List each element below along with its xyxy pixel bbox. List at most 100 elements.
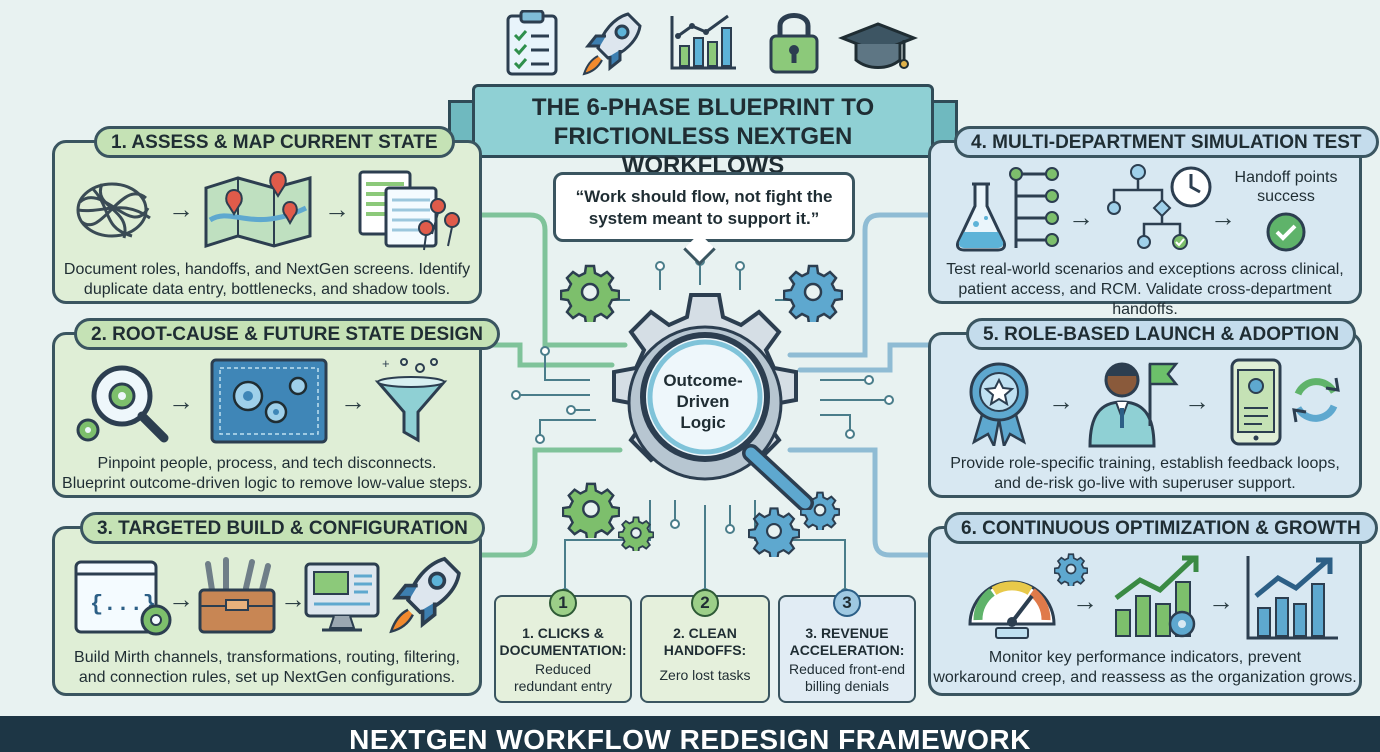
monitor-icon [304,562,380,632]
outcome-3-title-line-2: ACCELERATION: [789,642,905,658]
toolbox-icon [198,557,276,634]
outcome-1-desc-line-1: Reduced [534,661,592,677]
center-line-1: Outcome- [663,371,743,390]
phase-4-desc-line-1: Test real-world scenarios and exceptions… [946,261,1344,278]
flowchart-icon [1107,164,1188,250]
arrow-icon: → [1208,586,1234,616]
phase-4-title: 4. MULTI-DEPARTMENT SIMULATION TEST [954,126,1379,158]
arrow-icon: → [1048,386,1074,416]
outcome-2-title: 2. CLEAN HANDOFFS: [642,625,768,659]
gear-icon [748,507,800,557]
bar-chart-icon [670,14,736,70]
arrow-icon: → [340,386,366,416]
graduation-cap-icon [838,22,918,69]
arrow-icon: → [1210,202,1236,232]
svg-text:+: + [382,356,390,371]
map-pin-icon [204,170,312,248]
outcome-2-number: 2 [691,589,719,617]
main-title-banner: THE 6-PHASE BLUEPRINT TO FRICTIONLESS NE… [472,84,934,179]
outcome-1-description: Reduced redundant entry [496,661,630,695]
handoff-points-label: Handoff points success [1222,168,1350,206]
outcome-1-title-line-2: DOCUMENTATION: [499,642,627,658]
gear-icon [562,482,620,538]
phase-5-desc-line-1: Provide role-specific training, establis… [950,455,1340,472]
handoff-line-2: success [1257,188,1315,205]
outcome-3-desc-line-1: Reduced front-end [789,661,905,677]
center-logic-label: Outcome- Driven Logic [640,370,766,433]
clipboard-checklist-icon [506,10,558,76]
arrow-icon: → [1068,202,1094,232]
arrow-icon: → [324,194,350,224]
rocket-icon [389,556,461,634]
center-line-3: Logic [680,413,726,432]
phase-6-desc-line-2: workaround creep, and reassess as the or… [933,669,1357,686]
arrow-icon: → [1184,386,1210,416]
phase-5-desc-line-2: and de-risk go-live with superuser suppo… [994,475,1296,492]
funnel-icon: + [374,356,448,443]
phase-1-desc-line-1: Document roles, handoffs, and NextGen sc… [63,261,471,278]
outcome-3-title-line-1: 3. REVENUE [805,625,889,641]
outcome-2-description: Zero lost tasks [642,667,768,684]
award-badge-icon [969,362,1029,446]
tangled-yarn-icon [76,182,151,239]
central-gear-magnifier-icon [612,293,814,510]
documents-pins-icon [358,170,460,251]
phase-4-description: Test real-world scenarios and exceptions… [932,260,1358,320]
outcome-3-title: 3. REVENUE ACCELERATION: [780,625,914,659]
phase-1-description: Document roles, handoffs, and NextGen sc… [56,260,478,300]
gear-icon [1054,553,1088,586]
code-window-icon: {...} [74,560,172,636]
outcome-card-3: 3 3. REVENUE ACCELERATION: Reduced front… [778,589,916,703]
phase-2-desc-line-1: Pinpoint people, process, and tech disco… [97,455,437,472]
handoff-line-1: Handoff points [1234,169,1338,186]
phase-4-desc-line-2: patient access, and RCM. Validate cross-… [958,281,1332,318]
arrow-icon: → [168,386,194,416]
gear-icon [560,264,620,322]
rising-chart-icon [1246,556,1338,640]
phase-6-desc-line-1: Monitor key performance indicators, prev… [988,649,1302,666]
phone-profile-icon [1230,358,1282,446]
gear-icon [783,264,843,322]
quote-line-2: system meant to support it.” [588,209,820,228]
outcome-3-number: 3 [833,589,861,617]
gear-icon [618,516,654,551]
person-with-flag-icon [1088,362,1179,448]
outcome-3-description: Reduced front-end billing denials [780,661,914,695]
outcome-2-title-line-1: 2. CLEAN [673,625,737,641]
quote-bubble: “Work should flow, not fight the system … [553,172,855,242]
phase-3-desc-line-1: Build Mirth channels, transformations, r… [74,649,460,666]
outcome-1-title: 1. CLICKS & DOCUMENTATION: [496,625,630,659]
phase-2-title: 2. ROOT-CAUSE & FUTURE STATE DESIGN [74,318,500,350]
phase-6-title: 6. CONTINUOUS OPTIMIZATION & GROWTH [944,512,1378,544]
speedometer-icon [968,580,1056,639]
outcome-1-desc-line-2: redundant entry [513,678,613,694]
footer-banner: NEXTGEN WORKFLOW REDESIGN FRAMEWORK [0,716,1380,752]
refresh-cycle-icon [1292,377,1340,423]
phase-3-desc-line-2: and connection rules, set up NextGen con… [78,669,456,686]
phase-2-desc-line-2: Blueprint outcome-driven logic to remove… [62,475,472,492]
center-line-2: Driven [676,392,730,411]
outcome-3-desc-line-2: billing denials [804,678,890,694]
growth-bar-chart-icon [1114,555,1199,638]
checkmark-icon [1266,212,1306,252]
quote-line-1: “Work should flow, not fight the [575,187,833,206]
arrow-icon: → [168,194,194,224]
outcome-2-desc-line-1: Zero lost tasks [659,667,751,683]
phase-6-description: Monitor key performance indicators, prev… [932,648,1358,688]
arrow-icon: → [280,584,306,614]
phase-3-description: Build Mirth channels, transformations, r… [56,648,478,688]
rocket-icon [582,12,642,76]
magnifier-gear-icon [76,365,169,443]
outcome-card-2: 2 2. CLEAN HANDOFFS: Zero lost tasks [640,589,770,703]
padlock-icon [769,13,819,74]
process-tree-icon [1009,167,1059,248]
arrow-icon: → [168,584,194,614]
blueprint-gears-icon [210,358,328,444]
title-line-1: THE 6-PHASE BLUEPRINT TO [531,94,875,121]
outcome-1-title-line-1: 1. CLICKS & [522,625,604,641]
outcome-2-title-line-2: HANDOFFS: [663,642,747,658]
phase-2-description: Pinpoint people, process, and tech disco… [56,454,478,494]
phase-5-description: Provide role-specific training, establis… [932,454,1358,494]
clock-icon [1170,166,1212,208]
phase-5-title: 5. ROLE-BASED LAUNCH & ADOPTION [966,318,1357,350]
